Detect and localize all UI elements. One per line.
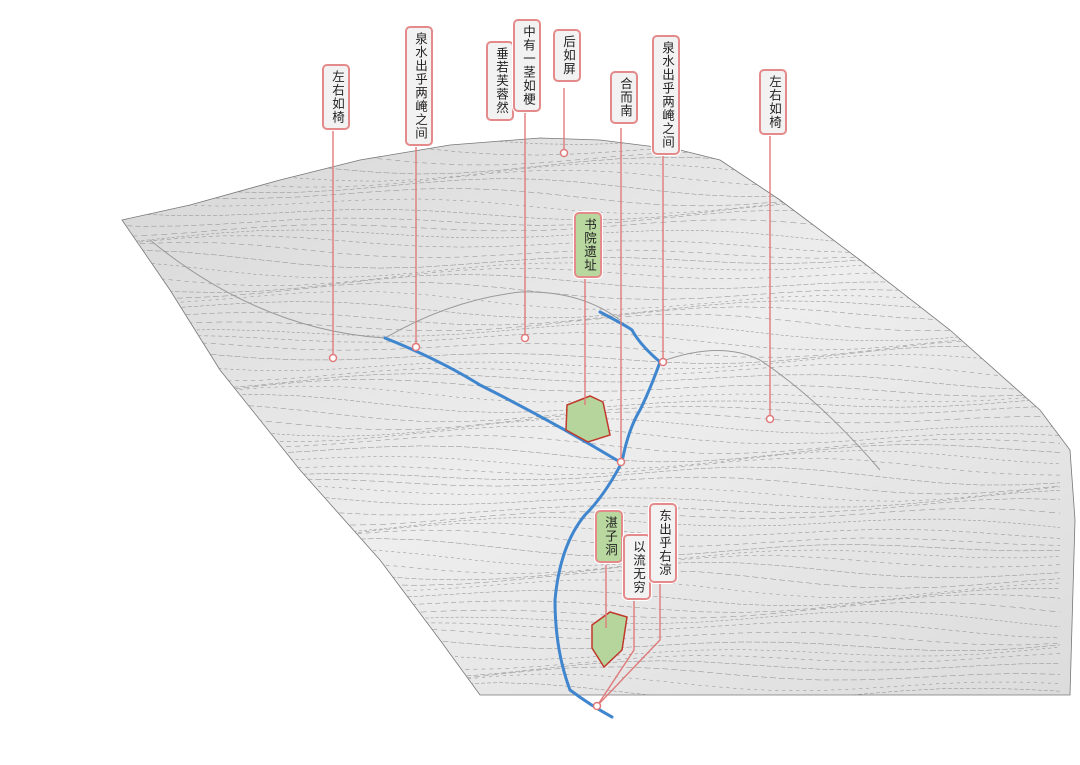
label-join-south: 合而南 <box>610 71 638 124</box>
label-lotus: 垂若芙蓉然 <box>486 41 514 121</box>
anchor-points <box>328 148 775 711</box>
contour-line <box>122 313 1061 331</box>
label-endless-flow: 以流无穷 <box>623 534 651 600</box>
contour-line <box>122 450 1061 470</box>
academy-ruins-area <box>565 395 611 443</box>
contour-line <box>122 259 1061 278</box>
contour-line <box>122 418 1061 437</box>
label-screen: 后如屏 <box>553 29 581 82</box>
contour-line <box>122 363 1061 382</box>
contour-line <box>122 235 1061 253</box>
contour-line <box>122 188 1061 207</box>
contour-line <box>122 306 1061 326</box>
contour-line <box>122 642 1061 660</box>
contour-line <box>122 268 1061 287</box>
contour-line <box>122 354 1061 371</box>
contour-line <box>122 346 1061 364</box>
contour-line <box>122 588 1061 607</box>
contour-line <box>122 229 1061 246</box>
contour-line <box>122 594 1061 613</box>
contour-line <box>122 506 1061 526</box>
river-west-branch <box>383 336 622 464</box>
label-academy-ruins: 书院遗址 <box>574 212 602 278</box>
label-zhanzi-cave: 湛子洞 <box>595 510 623 563</box>
contour-line <box>122 497 1061 516</box>
contour-line <box>122 300 1061 319</box>
contour-line <box>122 291 1061 310</box>
label-stem: 中有一茎如梗 <box>513 19 541 112</box>
callout-lines <box>332 88 771 707</box>
zhanzi-cave-area <box>591 611 628 669</box>
contour-line <box>122 281 1061 300</box>
contour-line <box>122 322 1061 342</box>
label-east-out: 东出乎右涼 <box>649 503 677 583</box>
contour-line <box>122 209 1061 229</box>
contour-line <box>122 682 1061 695</box>
river-main <box>553 460 624 719</box>
label-spring-left: 泉水出乎两崦之间 <box>405 26 433 146</box>
contour-line <box>122 484 1061 502</box>
contour-line <box>122 332 1061 351</box>
ridge-shading <box>149 239 881 471</box>
label-left-chair: 左右如椅 <box>322 64 350 130</box>
label-right-chair: 左右如椅 <box>759 69 787 135</box>
label-spring-right: 泉水出乎两崦之间 <box>652 35 680 155</box>
contour-line <box>122 621 1061 639</box>
